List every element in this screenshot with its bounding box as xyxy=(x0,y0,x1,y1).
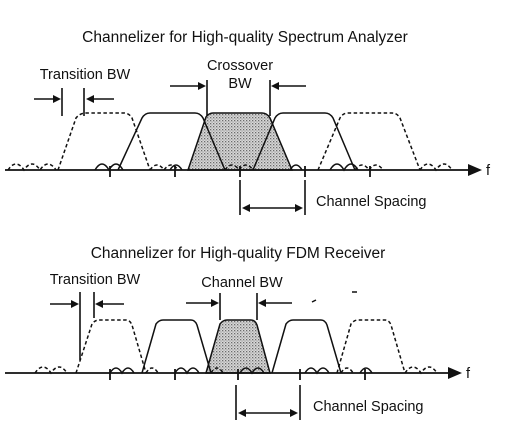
filter-dashed-2 xyxy=(317,112,421,171)
crossover-label: Crossover xyxy=(207,58,273,74)
panel-spectrum-analyzer: Channelizer for High-quality Spectrum An… xyxy=(5,29,491,215)
filter-dashed-2 xyxy=(336,319,406,374)
channel-bw-markers xyxy=(186,293,292,320)
channel-filters xyxy=(7,112,453,172)
frequency-axis-label: f xyxy=(466,366,471,382)
filter-solid-2 xyxy=(271,319,342,374)
filter-shaded-center xyxy=(205,319,271,374)
crossover-bw-label: BW xyxy=(228,76,252,92)
frequency-axis xyxy=(5,367,462,380)
transition-bw-markers xyxy=(50,292,124,360)
channel-bw-label: Channel BW xyxy=(201,275,283,291)
channel-spacing-marker xyxy=(235,385,301,420)
crossover-bw-markers xyxy=(170,80,306,116)
filter-dashed-1 xyxy=(57,112,151,171)
transition-bw-markers xyxy=(34,88,114,116)
channel-spacing-label: Channel Spacing xyxy=(316,194,426,210)
channel-filters xyxy=(34,319,438,375)
filter-dashed-1 xyxy=(75,319,147,374)
filter-shaded-center xyxy=(186,112,294,171)
filter-solid-2 xyxy=(252,112,356,171)
transition-bw-label: Transition BW xyxy=(50,272,141,288)
channel-spacing-label: Channel Spacing xyxy=(313,399,423,415)
stray-mark xyxy=(311,299,317,303)
channel-spacing-marker xyxy=(239,180,306,215)
panel-title: Channelizer for High-quality FDM Receive… xyxy=(91,245,386,262)
frequency-axis xyxy=(5,164,482,177)
filter-solid-1 xyxy=(117,112,226,171)
frequency-axis-label: f xyxy=(486,163,491,179)
transition-bw-label: Transition BW xyxy=(40,67,131,83)
panel-fdm-receiver: Channelizer for High-quality FDM Receive… xyxy=(5,245,471,420)
filter-solid-1 xyxy=(141,319,212,374)
panel-title: Channelizer for High-quality Spectrum An… xyxy=(82,29,408,46)
sidelobes-top xyxy=(7,163,453,172)
